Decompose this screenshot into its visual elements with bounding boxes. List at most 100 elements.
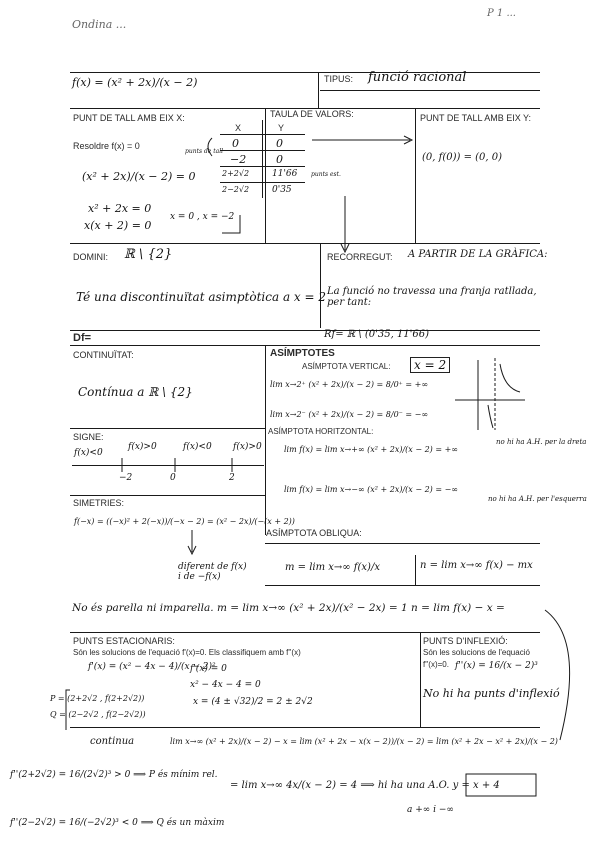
rule-tipus bbox=[320, 90, 540, 91]
tall-x-title: PUNT DE TALL AMB EIX X: bbox=[73, 113, 185, 123]
tipus-value: funció racional bbox=[368, 70, 467, 85]
taula-row-0-x: 0 bbox=[232, 137, 239, 150]
estacionaris-eq: f'(x) = 0 bbox=[190, 664, 227, 674]
taula-hline-head bbox=[220, 134, 305, 135]
taula-row-3-x: 2−2√2 bbox=[222, 185, 250, 194]
rule-sim bbox=[70, 495, 265, 496]
n-result: = lim x→∞ 4x/(x − 2) = 4 ⟹ hi ha una A.O… bbox=[230, 780, 500, 791]
top-rule bbox=[70, 72, 540, 73]
signe-title: SIGNE: bbox=[73, 432, 104, 442]
vrule-taula bbox=[265, 108, 266, 243]
tipus-title: TIPUS: bbox=[324, 74, 354, 84]
signe-region-1: f(x)>0 bbox=[128, 442, 157, 452]
domini-title: DOMINI: bbox=[73, 252, 108, 262]
taula-row-1-y: 0 bbox=[276, 153, 283, 166]
inflexio-note: No hi ha punts d'inflexió bbox=[423, 687, 560, 700]
rule-row2 bbox=[70, 243, 540, 244]
box-oblique-result bbox=[465, 773, 537, 797]
page-mark: P 1 ... bbox=[487, 8, 516, 19]
rule-row4 bbox=[70, 345, 540, 346]
taula-col-x: X bbox=[235, 123, 242, 133]
rule-obliqua-b bbox=[265, 585, 540, 586]
function-label: f(x) = (x² + 2x)/(x − 2) bbox=[72, 76, 198, 89]
m-formula: m = lim x→∞ f(x)/x bbox=[285, 562, 380, 573]
vrule-obliqua bbox=[415, 555, 416, 585]
taula-row-1-x: −2 bbox=[230, 153, 247, 166]
asimptota-horitzontal-title: ASÍMPTOTA HORITZONTAL: bbox=[268, 427, 374, 436]
rule-row1 bbox=[70, 108, 540, 109]
rule-bottom bbox=[70, 727, 540, 728]
vrule-tally bbox=[415, 108, 416, 243]
continuitat-title: CONTINUÏTAT: bbox=[73, 350, 134, 360]
taula-hline-1 bbox=[220, 150, 305, 151]
taula-row-2-x: 2+2√2 bbox=[222, 169, 250, 178]
inflexio-d2: f''(x) = 16/(x − 2)³ bbox=[455, 661, 538, 671]
n-side: a +∞ i −∞ bbox=[407, 805, 454, 815]
tall-x-eq1: (x² + 2x)/(x − 2) = 0 bbox=[82, 170, 196, 183]
asimptota-vertical-title: ASÍMPTOTA VERTICAL: bbox=[302, 362, 391, 371]
vrule-domini bbox=[320, 243, 321, 328]
taula-row-2-y: 11'66 bbox=[272, 169, 298, 179]
rule-signe bbox=[70, 428, 265, 429]
rule-est bbox=[70, 632, 540, 633]
arrow-oblique bbox=[544, 609, 571, 741]
signe-region-2: f(x)<0 bbox=[183, 442, 212, 452]
df-label: Df= bbox=[73, 332, 92, 344]
vrule-tipus bbox=[318, 72, 319, 108]
estacionaris-f2P: f''(2+2√2) = 16/(2√2)³ > 0 ⟹ P és mínim … bbox=[10, 770, 218, 780]
n-calc: lim x→∞ (x² + 2x)/(x − 2) − x = lim (x² … bbox=[170, 737, 558, 746]
taula-row-0-y: 0 bbox=[276, 137, 283, 150]
tall-y-title: PUNT DE TALL AMB EIX Y: bbox=[420, 113, 532, 123]
tall-x-roots: x = 0 , x = −2 bbox=[170, 212, 235, 222]
recorregut-note: La funció no travessa una franja ratllad… bbox=[327, 286, 537, 308]
simetries-calc: f(−x) = ((−x)² + 2(−x))/(−x − 2) = (x² −… bbox=[74, 517, 295, 526]
inflexio-desc2: f''(x)=0. bbox=[423, 660, 449, 669]
vrule-inflex bbox=[420, 632, 421, 727]
simetries-title: SIMETRIES: bbox=[73, 498, 125, 508]
taula-note-tall: punts de tall bbox=[185, 148, 224, 155]
lim-right: lim x→2⁺ (x² + 2x)/(x − 2) = 8/0⁺ = +∞ bbox=[270, 380, 429, 389]
estacionaris-desc: Són les solucions de l'equació f'(x)=0. … bbox=[73, 648, 301, 657]
continuitat-value: Contínua a ℝ \ {2} bbox=[78, 385, 193, 399]
recorregut-value: A PARTIR DE LA GRÀFICA: bbox=[408, 249, 548, 260]
asimptota-obliqua-title: ASÍMPTOTA OBLIQUA: bbox=[266, 528, 362, 538]
estacionaris-Q: Q = (2−2√2 , f(2−2√2)) bbox=[50, 710, 146, 719]
tall-x-eq2: x² + 2x = 0 bbox=[88, 202, 152, 215]
estacionaris-d1: f'(x) = (x² − 4x − 4)/(x − 2)² bbox=[88, 662, 216, 672]
estacionaris-f2Q: f''(2−2√2) = 16/(−2√2)³ < 0 ⟹ Q és un mà… bbox=[10, 818, 225, 828]
domini-value: ℝ \ {2} bbox=[124, 247, 173, 262]
rule-obliqua bbox=[265, 543, 540, 544]
estacionaris-cont: continua bbox=[90, 736, 135, 747]
h-note-neg: no hi ha A.H. per l'esquerra bbox=[488, 495, 587, 503]
tall-x-prompt: Resoldre f(x) = 0 bbox=[73, 141, 140, 151]
h-note-pos: no hi ha A.H. per la dreta bbox=[496, 438, 587, 446]
asimptotes-title: ASÍMPTOTES bbox=[270, 348, 335, 359]
taula-title: TAULA DE VALORS: bbox=[270, 109, 354, 119]
taula-row-3-y: 0'35 bbox=[272, 185, 292, 195]
inflexio-title: PUNTS D'INFLEXIÓ: bbox=[423, 636, 508, 646]
signe-region-0: f(x)<0 bbox=[74, 448, 103, 458]
estacionaris-title: PUNTS ESTACIONARIS: bbox=[73, 636, 175, 646]
taula-note-est: punts est. bbox=[311, 171, 341, 178]
taula-hline-3 bbox=[220, 182, 305, 183]
asimptota-vertical-value: x = 2 bbox=[410, 357, 451, 373]
tall-y-value: (0, f(0)) = (0, 0) bbox=[422, 152, 503, 163]
signe-axis bbox=[72, 465, 264, 466]
domini-note: Té una discontinuïtat asimptòtica a x = … bbox=[76, 290, 326, 304]
h-lim-neg: lim f(x) = lim x→−∞ (x² + 2x)/(x − 2) = … bbox=[284, 485, 458, 494]
oblique-line: No és parella ni imparella. m = lim x→∞ … bbox=[72, 602, 505, 614]
simetries-note: diferent de f(x) i de −f(x) bbox=[178, 562, 247, 582]
student-name: Ondina ... bbox=[72, 18, 127, 31]
taula-hline-2 bbox=[220, 166, 305, 167]
taula-vline bbox=[262, 120, 263, 198]
estacionaris-sol: x = (4 ± √32)/2 = 2 ± 2√2 bbox=[193, 697, 313, 707]
signe-region-3: f(x)>0 bbox=[233, 442, 262, 452]
h-lim-pos: lim f(x) = lim x→+∞ (x² + 2x)/(x − 2) = … bbox=[284, 445, 458, 454]
recorregut-title: RECORREGUT: bbox=[327, 252, 393, 262]
vrule-cont bbox=[265, 345, 266, 535]
rule-row3 bbox=[70, 330, 540, 331]
rf-label: Rf= ℝ \ (0'35, 11'66) bbox=[324, 329, 430, 340]
n-formula: n = lim x→∞ f(x) − mx bbox=[420, 560, 533, 571]
signe-mark-2: 2 bbox=[229, 473, 235, 483]
